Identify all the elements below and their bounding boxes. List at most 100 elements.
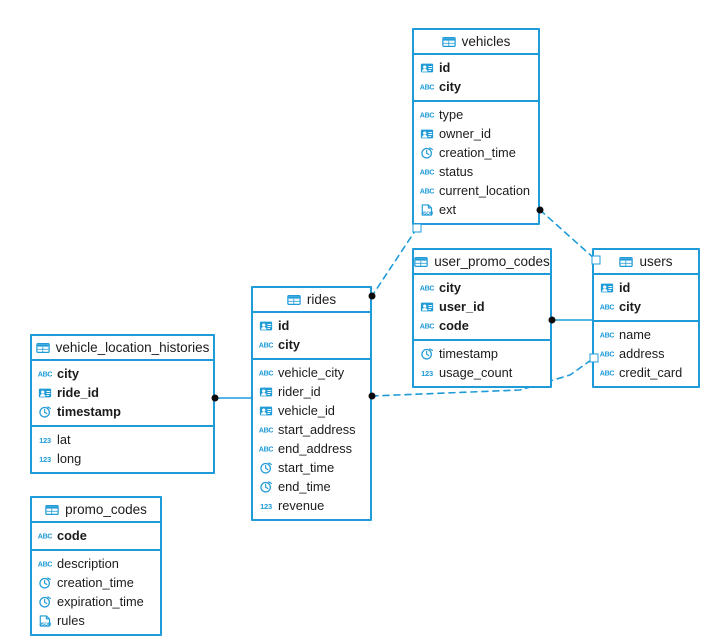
- svg-text:ABC: ABC: [600, 303, 614, 311]
- field-row[interactable]: id: [414, 58, 538, 77]
- table-header[interactable]: promo_codes: [32, 498, 160, 523]
- table-header[interactable]: users: [594, 250, 698, 275]
- field-name: start_time: [278, 460, 335, 475]
- field-row[interactable]: expiration_time: [32, 592, 160, 611]
- field-row[interactable]: ABC code: [32, 526, 160, 545]
- abc-string-icon: ABC: [38, 557, 52, 571]
- table-header[interactable]: vehicle_location_histories: [32, 336, 213, 361]
- field-name: city: [57, 366, 80, 381]
- abc-string-icon: ABC: [420, 319, 434, 333]
- svg-text:ABC: ABC: [259, 369, 273, 377]
- abc-string-icon: ABC: [259, 423, 273, 437]
- table-header[interactable]: rides: [253, 288, 370, 313]
- svg-text:ABC: ABC: [259, 445, 273, 453]
- cardinality-many-marker: [368, 292, 376, 300]
- table-grid-icon: [35, 341, 50, 355]
- table-header[interactable]: vehicles: [414, 30, 538, 55]
- field-row[interactable]: rider_id: [253, 382, 370, 401]
- table-name: user_promo_codes: [434, 254, 550, 269]
- field-row[interactable]: owner_id: [414, 124, 538, 143]
- svg-text:ABC: ABC: [600, 350, 614, 358]
- field-name: code: [57, 528, 87, 543]
- cardinality-many-marker: [548, 316, 556, 324]
- svg-text:123: 123: [260, 501, 272, 510]
- field-name: vehicle_city: [278, 365, 345, 380]
- clock-timestamp-icon: [420, 146, 434, 160]
- table-name: rides: [306, 292, 337, 307]
- abc-string-icon: ABC: [420, 184, 434, 198]
- number-icon: 123: [38, 452, 52, 466]
- field-name: lat: [57, 432, 71, 447]
- field-row[interactable]: vehicle_id: [253, 401, 370, 420]
- field-name: ride_id: [57, 385, 99, 400]
- field-row[interactable]: ABC vehicle_city: [253, 363, 370, 382]
- clock-timestamp-icon: [38, 405, 52, 419]
- svg-text:ABC: ABC: [420, 284, 434, 292]
- abc-string-icon: ABC: [259, 366, 273, 380]
- id-card-icon: [420, 127, 434, 141]
- field-name: current_location: [439, 183, 531, 198]
- field-row[interactable]: ABC city: [414, 278, 550, 297]
- field-row[interactable]: ride_id: [32, 383, 213, 402]
- table-header[interactable]: user_promo_codes: [414, 250, 550, 275]
- field-name: ext: [439, 202, 457, 217]
- field-name: rules: [57, 613, 85, 628]
- field-row[interactable]: timestamp: [32, 402, 213, 421]
- svg-text:ABC: ABC: [600, 369, 614, 377]
- field-name: city: [439, 280, 462, 295]
- field-name: description: [57, 556, 119, 571]
- svg-text:ABC: ABC: [38, 370, 52, 378]
- field-row[interactable]: ABC description: [32, 554, 160, 573]
- field-row[interactable]: id: [594, 278, 698, 297]
- table-grid-icon: [287, 293, 301, 307]
- field-name: user_id: [439, 299, 485, 314]
- id-card-icon: [259, 385, 273, 399]
- field-row[interactable]: id: [253, 316, 370, 335]
- field-row[interactable]: timestamp: [414, 344, 550, 363]
- field-row[interactable]: ABC current_location: [414, 181, 538, 200]
- cardinality-many-marker: [368, 392, 376, 400]
- field-name: timestamp: [439, 346, 499, 361]
- relationship-vehicles-to-rides[interactable]: [371, 227, 418, 297]
- svg-text:ABC: ABC: [38, 532, 52, 540]
- field-name: expiration_time: [57, 594, 144, 609]
- field-row[interactable]: start_time: [253, 458, 370, 477]
- field-row[interactable]: creation_time: [32, 573, 160, 592]
- table-name: vehicles: [461, 34, 511, 49]
- abc-string-icon: ABC: [600, 328, 614, 342]
- field-row[interactable]: ABC city: [32, 364, 213, 383]
- number-icon: 123: [420, 366, 434, 380]
- abc-string-icon: ABC: [600, 347, 614, 361]
- field-name: id: [439, 60, 451, 75]
- field-row[interactable]: end_time: [253, 477, 370, 496]
- field-row[interactable]: creation_time: [414, 143, 538, 162]
- field-name: city: [278, 337, 301, 352]
- field-row[interactable]: user_id: [414, 297, 550, 316]
